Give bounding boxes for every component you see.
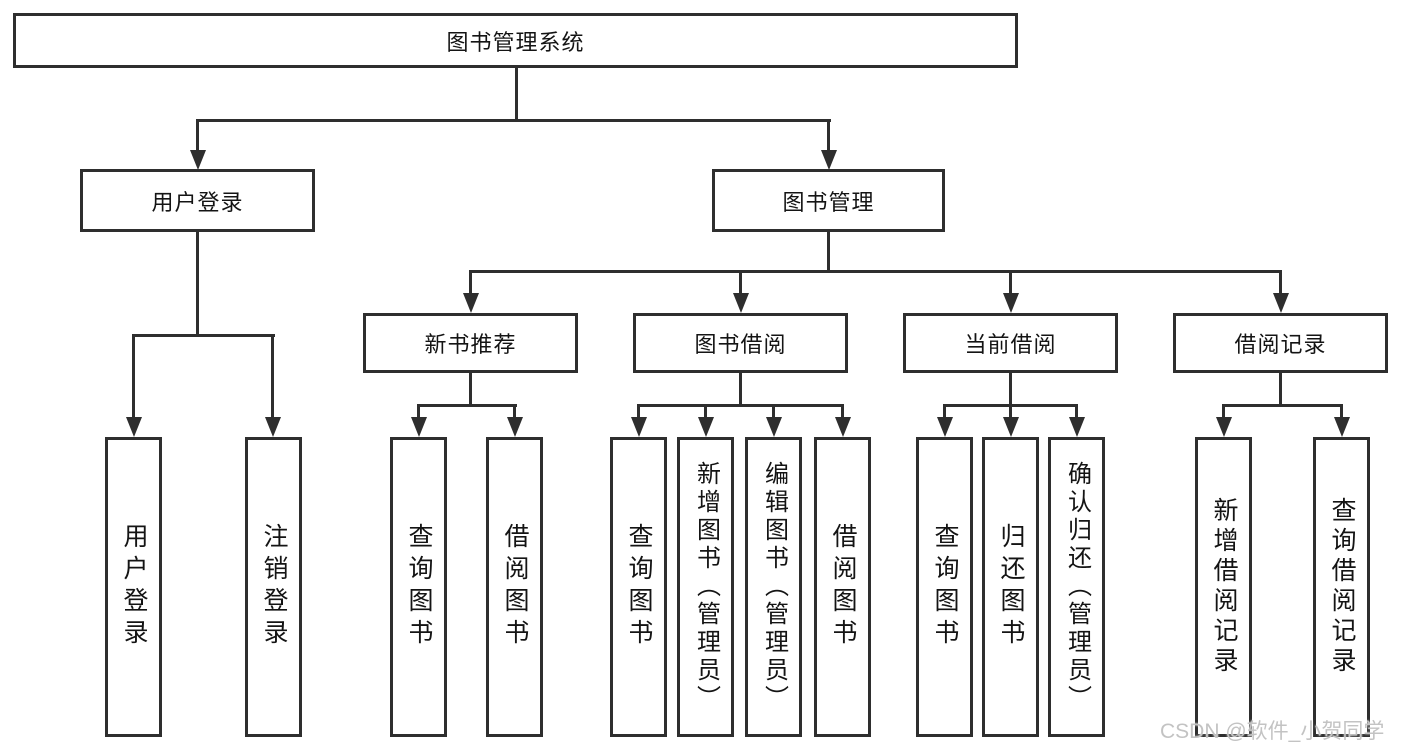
connector-dropB1	[637, 404, 640, 419]
arrow-down-icon	[821, 150, 837, 170]
leaf-logout-login: 注销登录	[245, 437, 302, 737]
connector-drop-leaf-logout	[271, 334, 274, 418]
connector-dropC2	[1009, 404, 1012, 419]
leaf-query-borrow-record: 查询借阅记录	[1313, 437, 1370, 737]
node-user-login-label: 用户登录	[151, 189, 244, 215]
connector-drop-user-login	[196, 119, 199, 152]
node-borrow-records-label: 借阅记录	[1234, 332, 1327, 357]
leaf-borrow-books: 借阅图书	[814, 437, 871, 737]
node-book-borrow: 图书借阅	[633, 313, 848, 373]
arrow-down-icon	[126, 417, 142, 437]
node-new-book-recommend-label: 新书推荐	[424, 332, 517, 357]
leaf-query-books-borrow-label: 查询图书	[625, 523, 653, 651]
leaf-borrow-books-recommend: 借阅图书	[486, 437, 543, 737]
connector-groupD-bar	[1222, 404, 1343, 407]
leaf-borrow-books-recommend-label: 借阅图书	[501, 523, 529, 651]
leaf-edit-books-admin-label: 编辑图书（管理员）	[760, 461, 788, 713]
connector-groupA-bar	[417, 404, 517, 407]
connector-drop-new-book	[469, 270, 472, 295]
node-root-library-system: 图书管理系统	[13, 13, 1018, 68]
leaf-query-books-borrow: 查询图书	[610, 437, 667, 737]
connector-dropB2	[704, 404, 707, 419]
arrow-down-icon	[1216, 417, 1232, 437]
connector-dropB3	[772, 404, 775, 419]
connector-dropB4	[841, 404, 844, 419]
connector-drop-book-management	[827, 119, 830, 152]
connector-level2-bar	[469, 270, 1282, 273]
csdn-watermark: CSDN @软件_小贺同学	[1160, 720, 1385, 743]
leaf-query-borrow-record-label: 查询借阅记录	[1328, 497, 1356, 677]
connector-level1-bar	[196, 119, 831, 122]
leaf-logout-login-label: 注销登录	[260, 523, 288, 651]
node-borrow-records: 借阅记录	[1173, 313, 1388, 373]
connector-dropA2	[513, 404, 516, 419]
connector-book-management-stub	[827, 232, 830, 273]
arrow-down-icon	[698, 417, 714, 437]
connector-drop-borrow-records	[1279, 270, 1282, 295]
leaf-query-books-recommend: 查询图书	[390, 437, 447, 737]
connector-groupB-bar	[637, 404, 844, 407]
arrow-down-icon	[265, 417, 281, 437]
connector-groupD-stub	[1279, 373, 1282, 407]
arrow-down-icon	[190, 150, 206, 170]
connector-dropD1	[1222, 404, 1225, 419]
leaf-user-login: 用户登录	[105, 437, 162, 737]
arrow-down-icon	[1003, 417, 1019, 437]
leaf-edit-books-admin: 编辑图书（管理员）	[745, 437, 802, 737]
arrow-down-icon	[1273, 293, 1289, 313]
leaf-borrow-books-label: 借阅图书	[829, 523, 857, 651]
arrow-down-icon	[766, 417, 782, 437]
node-book-management: 图书管理	[712, 169, 945, 232]
leaf-query-books-current-label: 查询图书	[931, 523, 959, 651]
arrow-down-icon	[733, 293, 749, 313]
leaf-add-borrow-record: 新增借阅记录	[1195, 437, 1252, 737]
connector-user-login-bar	[132, 334, 275, 337]
connector-drop-current-borrow	[1009, 270, 1012, 295]
connector-dropD2	[1340, 404, 1343, 419]
arrow-down-icon	[463, 293, 479, 313]
connector-groupB-stub	[739, 373, 742, 407]
connector-drop-book-borrow	[739, 270, 742, 295]
arrow-down-icon	[1069, 417, 1085, 437]
leaf-add-books-admin-label: 新增图书（管理员）	[692, 461, 720, 713]
node-current-borrow-label: 当前借阅	[964, 332, 1057, 357]
leaf-confirm-return-admin-label: 确认归还（管理员）	[1063, 461, 1091, 713]
connector-dropC1	[943, 404, 946, 419]
leaf-add-borrow-record-label: 新增借阅记录	[1210, 497, 1238, 677]
node-book-borrow-label: 图书借阅	[694, 332, 787, 357]
connector-root-stub	[515, 68, 518, 121]
leaf-return-books-label: 归还图书	[997, 523, 1025, 651]
connector-dropC3	[1075, 404, 1078, 419]
node-book-management-label: 图书管理	[782, 189, 875, 215]
arrow-down-icon	[937, 417, 953, 437]
arrow-down-icon	[631, 417, 647, 437]
connector-user-login-stub	[196, 232, 199, 337]
arrow-down-icon	[411, 417, 427, 437]
leaf-user-login-label: 用户登录	[120, 523, 148, 651]
leaf-add-books-admin: 新增图书（管理员）	[677, 437, 734, 737]
connector-dropA1	[417, 404, 420, 419]
arrow-down-icon	[1334, 417, 1350, 437]
node-current-borrow: 当前借阅	[903, 313, 1118, 373]
leaf-return-books: 归还图书	[982, 437, 1039, 737]
leaf-query-books-current: 查询图书	[916, 437, 973, 737]
arrow-down-icon	[1003, 293, 1019, 313]
arrow-down-icon	[835, 417, 851, 437]
node-new-book-recommend: 新书推荐	[363, 313, 578, 373]
connector-groupC-stub	[1009, 373, 1012, 407]
connector-drop-leaf-user-login	[132, 334, 135, 418]
arrow-down-icon	[507, 417, 523, 437]
node-user-login: 用户登录	[80, 169, 315, 232]
leaf-query-books-recommend-label: 查询图书	[405, 523, 433, 651]
node-root-label: 图书管理系统	[446, 29, 585, 55]
connector-groupA-stub	[469, 373, 472, 407]
leaf-confirm-return-admin: 确认归还（管理员）	[1048, 437, 1105, 737]
